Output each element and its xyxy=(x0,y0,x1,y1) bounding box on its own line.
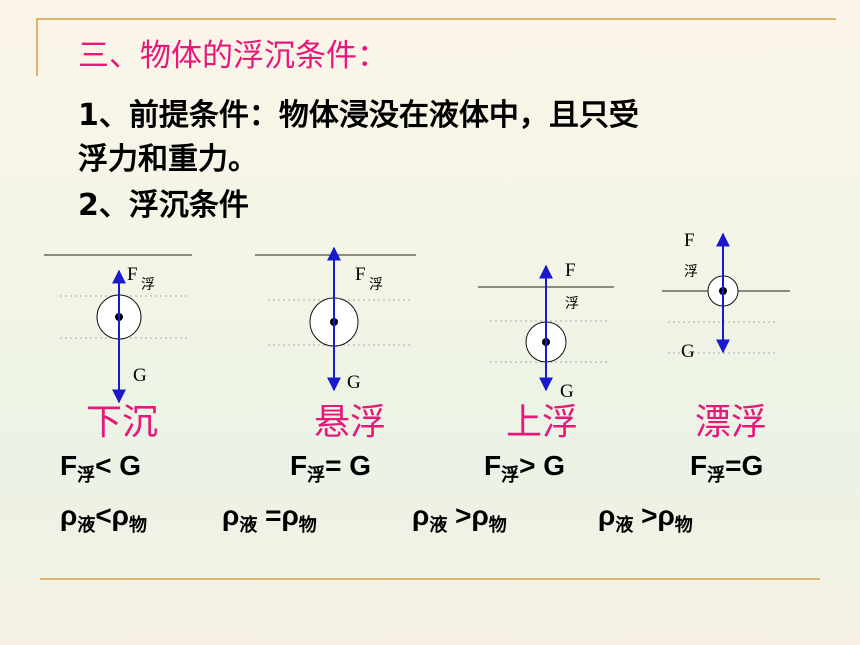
density-relation-rise: ρ液 >ρ物 xyxy=(412,500,507,535)
f-label: F xyxy=(684,230,695,251)
top-rule xyxy=(36,18,836,20)
label-suspend: 悬浮 xyxy=(314,402,387,443)
diagram-rise: F 浮 G xyxy=(478,260,614,402)
density-relation-float: ρ液 >ρ物 xyxy=(598,500,693,535)
diagram-sink: F 浮 G xyxy=(44,254,192,404)
f-sub: 浮 xyxy=(565,296,579,312)
density-relation-sink: ρ液<ρ物 xyxy=(60,500,148,535)
premise-line-2: 浮力和重力。 xyxy=(78,142,258,177)
force-relation-float: F浮=G xyxy=(690,450,764,485)
f-label: F xyxy=(355,264,366,285)
force-relation-rise: F浮> G xyxy=(484,450,566,485)
premise-line-1: 1、前提条件：物体浸没在液体中，且只受 xyxy=(78,98,639,133)
g-label: G xyxy=(347,372,361,393)
f-label: F xyxy=(127,264,138,285)
g-label: G xyxy=(681,341,695,362)
left-rule xyxy=(36,18,38,76)
diagram-suspend: F 浮 G xyxy=(255,246,416,393)
density-relation-suspend: ρ液 =ρ物 xyxy=(222,500,317,535)
label-sink: 下沉 xyxy=(86,402,159,443)
force-relation-sink: F浮< G xyxy=(60,450,142,485)
diagram-float: F 浮 G xyxy=(662,230,790,362)
slide-title: 三、物体的浮沉条件： xyxy=(78,38,388,74)
force-relation-suspend: F浮= G xyxy=(290,450,372,485)
g-label: G xyxy=(560,381,574,402)
f-sub: 浮 xyxy=(141,277,155,293)
conditions-heading: 2、浮沉条件 xyxy=(78,188,249,223)
label-rise: 上浮 xyxy=(506,402,579,443)
f-label: F xyxy=(565,260,576,281)
label-float: 漂浮 xyxy=(695,402,768,443)
bottom-rule xyxy=(40,578,820,580)
f-sub: 浮 xyxy=(369,277,383,293)
f-sub: 浮 xyxy=(684,264,698,280)
g-label: G xyxy=(133,365,147,386)
